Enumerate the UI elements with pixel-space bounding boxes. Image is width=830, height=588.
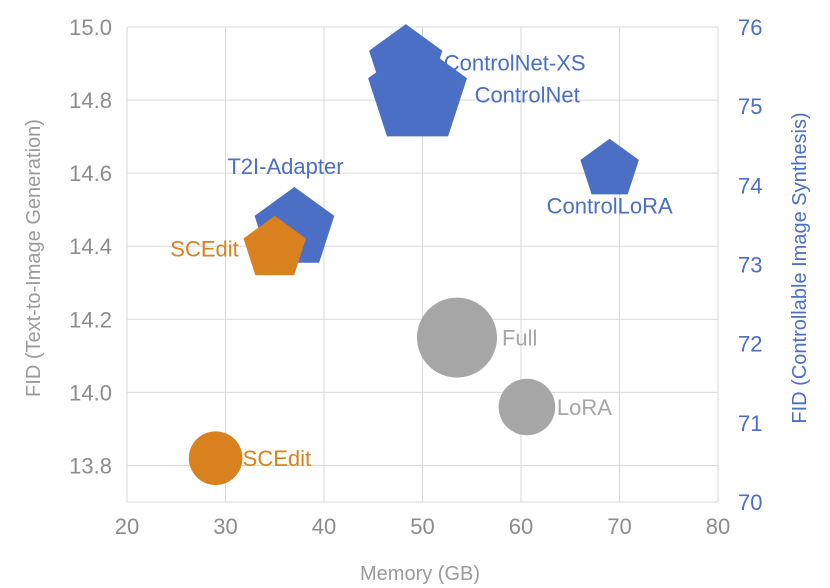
y-right-tick-label: 76 — [738, 15, 762, 40]
y-axis-label-left: FID (Text-to-Image Generation) — [23, 119, 45, 397]
x-tick-label: 80 — [706, 514, 730, 539]
x-tick-label: 50 — [410, 514, 434, 539]
x-tick-label: 60 — [509, 514, 533, 539]
y-right-tick-label: 73 — [738, 253, 762, 278]
controlnet-marker — [368, 42, 467, 137]
y-right-tick-label: 75 — [738, 94, 762, 119]
y-left-tick-label: 14.0 — [69, 380, 112, 405]
y-left-tick-label: 14.4 — [69, 234, 112, 259]
y-left-tick-label: 14.8 — [69, 88, 112, 113]
t2i-adapter-label: T2I-Adapter — [227, 154, 343, 179]
y-right-tick-label: 71 — [738, 411, 762, 436]
scedit-label: SCEdit — [243, 446, 311, 471]
lora-marker — [498, 378, 556, 436]
y-left-tick-label: 15.0 — [69, 15, 112, 40]
scedit-label: SCEdit — [170, 237, 238, 262]
lora-label: LoRA — [557, 395, 612, 420]
full-label: Full — [502, 326, 537, 351]
scedit-marker — [243, 215, 306, 276]
x-tick-label: 70 — [607, 514, 631, 539]
marks — [188, 24, 639, 485]
axes: 20 30 40 50 60 70 80 13.8 14.0 14.2 14.4 14.6 14.8 15… — [69, 15, 762, 539]
controllora-label: ControlLoRA — [547, 194, 673, 219]
y-left-tick-label: 13.8 — [69, 453, 112, 478]
x-tick-label: 20 — [115, 514, 139, 539]
y-right-tick-label: 72 — [738, 332, 762, 357]
y-left-tick-label: 14.6 — [69, 161, 112, 186]
y-axis-label-right: FID (Controllable Image Synthesis) — [789, 112, 811, 423]
x-tick-label: 40 — [312, 514, 336, 539]
full-marker — [416, 297, 497, 378]
controlnet-xs-label: ControlNet-XS — [444, 51, 586, 76]
controlnet-label: ControlNet — [475, 82, 580, 107]
y-right-tick-label: 74 — [738, 173, 762, 198]
y-right-tick-label: 70 — [738, 490, 762, 515]
x-axis-label: Memory (GB) — [360, 563, 480, 585]
scedit-marker — [188, 431, 243, 485]
y-left-tick-label: 14.2 — [69, 307, 112, 332]
controllora-marker — [580, 138, 639, 195]
x-tick-label: 30 — [213, 514, 237, 539]
